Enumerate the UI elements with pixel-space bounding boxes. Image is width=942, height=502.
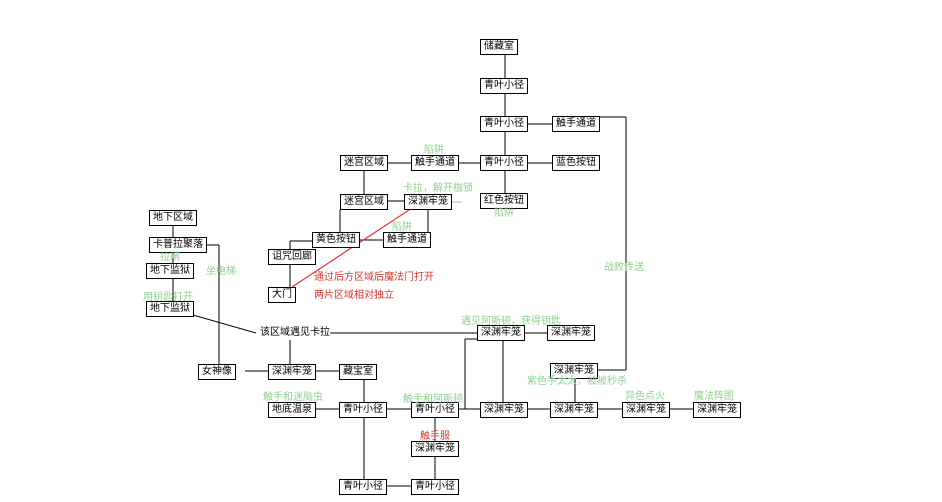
node-underground-hot-spring: 地底温泉 <box>268 402 316 418</box>
node-green-path-1: 青叶小径 <box>480 78 528 94</box>
node-abyss-cage-1: 深渊牢笼 <box>404 194 452 210</box>
node-abyss-cage-3: 深渊牢笼 <box>547 325 595 341</box>
note-purple-hand: 紫色手太太，被被秒杀 <box>527 376 627 387</box>
note-kara-unlock: 卡拉，解开枷锁 <box>403 183 473 194</box>
node-green-path-4: 青叶小径 <box>339 402 387 418</box>
note-defeat-teleport: 战败传送 <box>604 262 644 273</box>
node-green-path-6: 青叶小径 <box>339 479 387 495</box>
note-magic-circle: 魔法阵图 <box>694 391 734 402</box>
note-trap-1: 陷阱 <box>424 145 444 156</box>
note-pull-lever: 拉闸 <box>160 252 180 263</box>
node-abyss-cage-4: 深渊牢笼 <box>550 363 598 379</box>
node-treasure-room: 藏宝室 <box>339 364 377 380</box>
node-abyss-cage-10: 深渊牢笼 <box>411 441 459 457</box>
node-underground-prison-2: 地下监狱 <box>146 301 194 317</box>
node-underground-area: 地下区域 <box>149 210 197 226</box>
node-maze-1: 迷宫区域 <box>340 155 388 171</box>
note-trap-3: 陷阱 <box>392 222 412 233</box>
note-meet-aston: 遇见阿斯顿，获得钥匙 <box>461 316 561 327</box>
note-independent-areas: 两片区域相对独立 <box>314 290 394 301</box>
node-abyss-cage-2: 深渊牢笼 <box>477 325 525 341</box>
connector-line <box>192 314 257 334</box>
node-cursed-corridor: 诅咒回廊 <box>268 249 316 265</box>
note-tentacle-brainworm: 触手和迷脑虫 <box>263 392 323 403</box>
note-alien-fire: 异色点火 <box>625 391 665 402</box>
node-underground-prison-1: 地下监狱 <box>146 263 194 279</box>
node-green-path-5: 青叶小径 <box>411 402 459 418</box>
node-green-path-3: 青叶小径 <box>480 155 528 171</box>
node-abyss-cage-9: 深渊牢笼 <box>693 402 741 418</box>
node-yellow-button: 黄色按钮 <box>312 232 360 248</box>
note-tentacle-suit: 触手服 <box>420 431 450 442</box>
note-elevator: 坐电梯 <box>206 266 236 277</box>
node-abyss-cage-7: 深渊牢笼 <box>550 402 598 418</box>
node-abyss-cage-5: 深渊牢笼 <box>268 364 316 380</box>
node-capra-settlement: 卡普拉聚落 <box>149 237 207 253</box>
note-magic-door: 通过后方区域后魔法门打开 <box>314 272 434 283</box>
node-red-button: 红色按钮 <box>480 193 528 209</box>
note-tentacle-aston: 触手和阿斯顿 <box>403 394 463 405</box>
node-main-gate: 大门 <box>268 287 296 303</box>
node-tentacle-passage-3: 触手通道 <box>383 232 431 248</box>
node-meet-kara: 该区域遇见卡拉 <box>260 327 330 338</box>
note-open-with-key: 用钥匙打开 <box>143 292 193 303</box>
node-goddess-statue: 女神像 <box>198 364 236 380</box>
node-green-path-7: 青叶小径 <box>411 479 459 495</box>
node-tentacle-passage-1: 触手通道 <box>552 116 600 132</box>
node-green-path-2: 青叶小径 <box>480 116 528 132</box>
node-abyss-cage-6: 深渊牢笼 <box>480 402 528 418</box>
note-trap-2: 陷阱 <box>494 208 514 219</box>
node-tentacle-passage-2: 触手通道 <box>411 155 459 171</box>
node-maze-2: 迷宫区域 <box>340 194 388 210</box>
node-blue-button: 蓝色按钮 <box>552 155 600 171</box>
node-abyss-cage-8: 深渊牢笼 <box>622 402 670 418</box>
node-storage-room: 储藏室 <box>480 39 518 55</box>
